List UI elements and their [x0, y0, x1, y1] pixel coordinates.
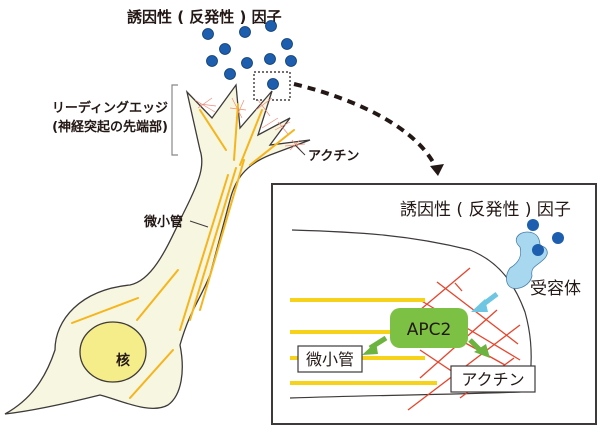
leading-edge-bracket [171, 84, 178, 156]
factor-molecule-inset [552, 232, 564, 244]
microtubules [71, 103, 295, 399]
inset-frame [271, 183, 597, 425]
zoom-arrow [293, 82, 439, 171]
leading-edge-sublabel: (神経突起の先端部) [52, 119, 168, 135]
actin-arrowhead-icon [474, 344, 490, 358]
microtubule-leader-line [189, 220, 209, 228]
receptor-label: 受容体 [530, 279, 581, 299]
factor-molecules [202, 20, 297, 90]
apc2-label: APC2 [407, 320, 452, 340]
microtubule-label-box [297, 345, 363, 373]
factor-molecule [281, 38, 293, 50]
factor-molecule [224, 68, 236, 80]
factor-molecule-inset [532, 244, 544, 256]
factor-molecule [264, 53, 276, 65]
actin-label-main: アクチン [308, 149, 359, 164]
actin-leader-line [294, 144, 306, 156]
apc2-box [390, 308, 468, 348]
actin-label-box [450, 365, 536, 393]
factor-molecule [285, 55, 297, 67]
factor-label-inset: 誘因性 ( 反発性 ) 因子 [400, 200, 571, 220]
factor-molecule [202, 28, 214, 40]
inset-panel: 誘因性 ( 反発性 ) 因子 受容体 APC2 微小管 アクチン [271, 183, 597, 425]
factor-molecule [206, 55, 218, 67]
factor-molecule [219, 43, 231, 55]
cell-membrane [289, 229, 532, 399]
factor-molecule [239, 26, 251, 38]
nucleus-label: 核 [116, 352, 130, 369]
factor-molecule [267, 78, 279, 90]
factor-molecule [265, 20, 277, 32]
actin-label-inset: アクチン [461, 370, 524, 389]
microtubule-arrowhead-icon [362, 342, 378, 355]
zoom-arrowhead-icon [430, 164, 444, 176]
receptor-arrowhead-icon [471, 299, 488, 312]
neuron-cell-body [4, 83, 311, 415]
factor-molecule-inset [527, 219, 539, 231]
zoom-region-box [253, 71, 291, 101]
factor-molecule [241, 57, 253, 69]
leading-edge-label: リーディングエッジ [52, 100, 168, 116]
actin-meshwork [194, 97, 306, 153]
microtubule-label-inset: 微小管 [306, 350, 354, 369]
nucleus [79, 321, 147, 383]
microtubule-label-main: 微小管 [143, 214, 183, 230]
factor-label-top: 誘因性 ( 反発性 ) 因子 [127, 8, 282, 26]
apc2-to-actin-arrow [468, 338, 482, 352]
